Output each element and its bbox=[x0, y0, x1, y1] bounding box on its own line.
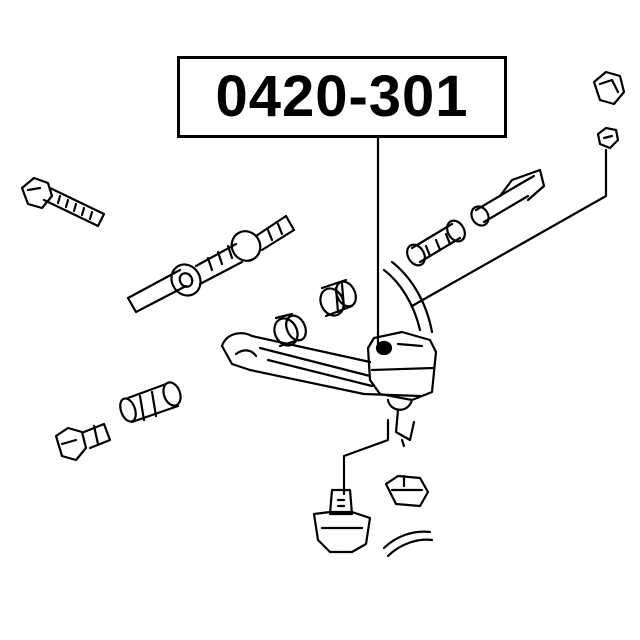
castle-nut bbox=[384, 474, 430, 508]
washer bbox=[596, 126, 620, 150]
part-number-text: 0420-301 bbox=[215, 64, 469, 129]
leader-line-lower bbox=[342, 418, 390, 496]
upper-control-arm bbox=[220, 260, 434, 398]
bushing-center bbox=[273, 278, 357, 348]
leader-line-washer bbox=[410, 148, 608, 308]
bolt-lower-left bbox=[54, 422, 112, 462]
cotter-pin bbox=[382, 530, 434, 558]
tie-rod-assembly bbox=[126, 214, 296, 314]
bushing-pair-left bbox=[119, 381, 182, 424]
ball-joint bbox=[366, 330, 438, 448]
part-number-label: 0420-301 bbox=[177, 56, 507, 138]
bolt-top-left bbox=[20, 176, 106, 228]
bushing-top-right-pair bbox=[406, 168, 546, 267]
dust-boot bbox=[312, 488, 372, 554]
flange-nut bbox=[592, 70, 626, 106]
